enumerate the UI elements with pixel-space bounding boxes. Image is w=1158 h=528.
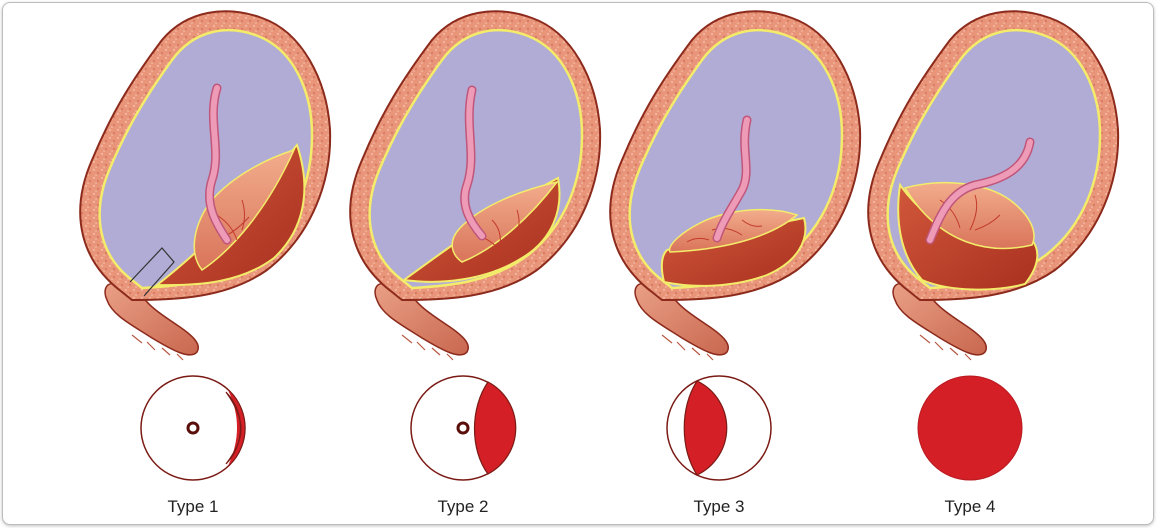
type-4-label: Type 4 xyxy=(890,497,1050,517)
uterus-type-4 xyxy=(868,11,1118,360)
uterus-type-1 xyxy=(80,11,330,360)
uterus-type-2 xyxy=(350,11,600,360)
type-3-label: Type 3 xyxy=(639,497,799,517)
uterus-type-3 xyxy=(610,11,860,360)
type-2-label: Type 2 xyxy=(383,497,543,517)
type-1-label: Type 1 xyxy=(113,497,273,517)
coverage-disc-type-4 xyxy=(918,376,1022,480)
coverage-disc-type-3 xyxy=(667,376,771,480)
coverage-disc-type-2 xyxy=(411,376,516,480)
coverage-disc-type-1 xyxy=(141,376,245,480)
